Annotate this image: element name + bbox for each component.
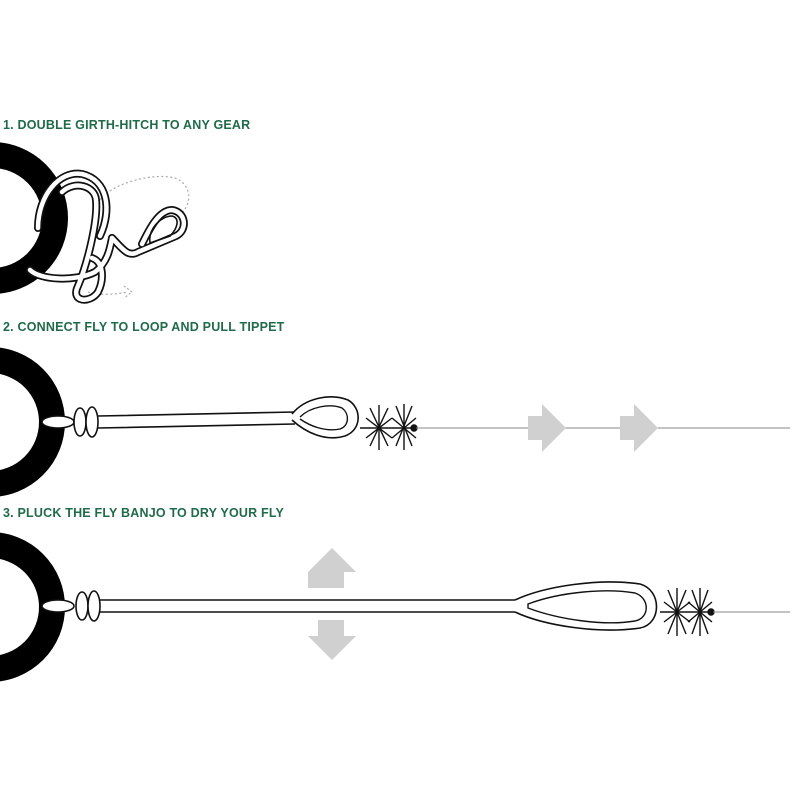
pluck-down-arrow-icon	[308, 620, 356, 660]
pull-arrow-icon	[528, 404, 566, 452]
girth-hitch-fill	[27, 171, 186, 302]
knot-bulge-icon	[73, 407, 87, 437]
pluck-up-arrow-icon	[308, 548, 356, 588]
dotted-motion-path-lower	[87, 291, 129, 295]
pull-arrow-icon	[620, 404, 658, 452]
knot-bulge-icon	[75, 591, 89, 621]
dotted-motion-path	[99, 175, 190, 215]
cord-line	[97, 411, 301, 429]
step-2-number: 2.	[3, 320, 14, 334]
fly-icon	[660, 588, 715, 636]
step-1-text: DOUBLE GIRTH-HITCH TO ANY GEAR	[17, 118, 251, 132]
cord-loop-icon	[291, 396, 359, 439]
step-1-illustration	[0, 142, 190, 304]
step-2-title: 2. CONNECT FLY TO LOOP AND PULL TIPPET	[3, 320, 285, 334]
step-2-illustration	[0, 347, 790, 497]
gear-ring-icon	[0, 142, 68, 294]
fly-icon	[360, 404, 418, 450]
step-2-text: CONNECT FLY TO LOOP AND PULL TIPPET	[17, 320, 285, 334]
cord-line	[100, 599, 515, 613]
step-3-title: 3. PLUCK THE FLY BANJO TO DRY YOUR FLY	[3, 506, 284, 520]
ring-band	[41, 599, 75, 613]
step-3-illustration	[0, 532, 790, 682]
knot-bulge-icon	[85, 406, 99, 438]
end-loop-icon	[149, 215, 178, 245]
step-3-number: 3.	[3, 506, 14, 520]
cord-loop-inner	[299, 405, 349, 431]
step-3-text: PLUCK THE FLY BANJO TO DRY YOUR FLY	[17, 506, 285, 520]
dotted-arrowhead-icon	[123, 285, 133, 299]
cord-loop-inner	[527, 590, 647, 624]
step-1-title: 1. DOUBLE GIRTH-HITCH TO ANY GEAR	[3, 118, 250, 132]
step-1-number: 1.	[3, 118, 14, 132]
cord-loop-icon	[514, 581, 658, 631]
knot-bulge-icon	[87, 590, 101, 622]
ring-band	[41, 415, 75, 429]
